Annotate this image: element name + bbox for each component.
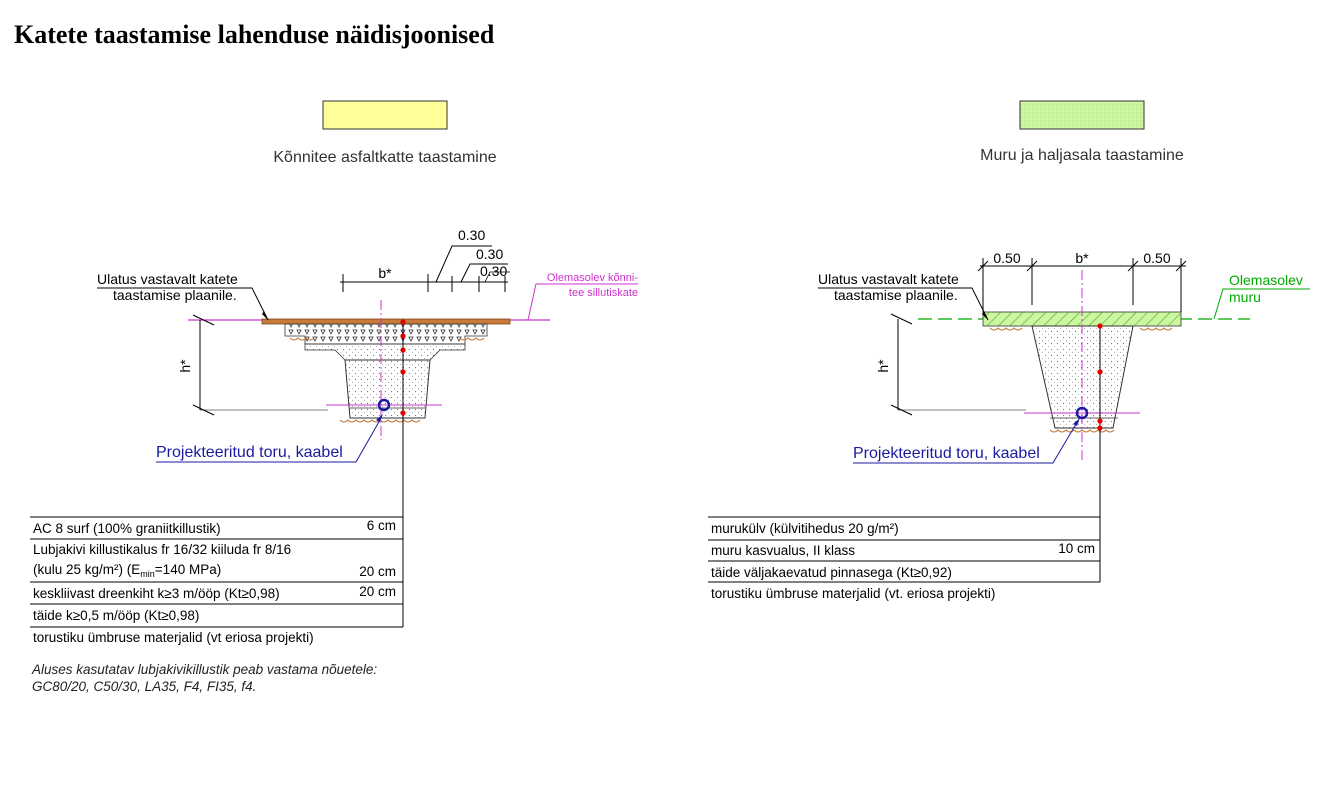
right-layer-4-text: torustiku ümbruse materjalid (vt. eriosa…: [711, 586, 995, 601]
left-layer-4-text: täide k≥0,5 m/ööp (Kt≥0,98): [33, 608, 199, 623]
left-label-extent-2: taastamise plaanile.: [113, 287, 237, 303]
right-label-existing-2: muru: [1229, 289, 1261, 305]
left-layer-2-line1: Lubjakivi killustikalus fr 16/32 kiiluda…: [33, 542, 291, 557]
left-layer-1-thickness: 6 cm: [367, 518, 396, 533]
left-layer-1-text: AC 8 surf (100% graniitkillustik): [33, 521, 221, 536]
left-label-existing-1: Olemasolev kõnni-: [547, 272, 638, 284]
left-label-pipe: Projekteeritud toru, kaabel: [156, 444, 343, 461]
right-layer-3-text: täide väljakaevatud pinnasega (Kt≥0,92): [711, 565, 952, 580]
right-dim-h: h*: [875, 359, 891, 373]
right-label-pipe: Projekteeritud toru, kaabel: [853, 445, 1040, 462]
right-panel: Muru ja haljasala taastamine h*: [708, 100, 1310, 601]
left-layer-table: AC 8 surf (100% graniitkillustik) 6 cm L…: [30, 516, 404, 645]
right-dim-050-left: 0.50: [993, 250, 1020, 266]
left-dim-030-a: 0.30: [458, 227, 485, 243]
left-dim-030-b: 0.30: [476, 246, 503, 262]
left-dim-b: b*: [378, 265, 392, 281]
right-label-existing-1: Olemasolev: [1229, 272, 1303, 288]
right-legend-swatch: [1019, 100, 1145, 130]
left-layer-3-thickness: 20 cm: [359, 584, 396, 599]
left-footnote-line1: Aluses kasutatav lubjakivikillustik peab…: [32, 662, 378, 677]
left-layer-2-line2: (kulu 25 kg/m²) (Emin=140 MPa): [33, 562, 221, 579]
right-dim-b: b*: [1075, 250, 1089, 266]
right-panel-title: Muru ja haljasala taastamine: [980, 147, 1184, 164]
left-legend-swatch: [322, 100, 448, 130]
right-layer-2-thickness: 10 cm: [1058, 541, 1095, 556]
left-label-existing-2: tee sillutiskate: [569, 287, 638, 299]
left-label-extent-1: Ulatus vastavalt katete: [97, 271, 238, 287]
right-layer-table: murukülv (külvitihedus 20 g/m²) muru kas…: [708, 516, 1101, 601]
page-title: Katete taastamise lahenduse näidisjoonis…: [14, 20, 495, 49]
right-layer-2-text: muru kasvualus, II klass: [711, 543, 855, 558]
right-dim-050-right: 0.50: [1143, 250, 1170, 266]
left-layer-2-thickness: 20 cm: [359, 564, 396, 579]
left-layer-3-text: keskliivast dreenkiht k≥3 m/ööp (Kt≥0,98…: [33, 586, 280, 601]
left-layer-5-text: torustiku ümbruse materjalid (vt eriosa …: [33, 630, 314, 645]
right-layer-1-text: murukülv (külvitihedus 20 g/m²): [711, 521, 899, 536]
left-dim-h: h*: [177, 359, 193, 373]
right-label-extent-2: taastamise plaanile.: [834, 287, 958, 303]
left-panel: Kõnnitee asfaltkatte taastamine h: [30, 100, 638, 645]
left-footnote: Aluses kasutatav lubjakivikillustik peab…: [32, 661, 377, 695]
left-footnote-line2: GC80/20, C50/30, LA35, F4, FI35, f4.: [32, 679, 257, 694]
right-label-extent-1: Ulatus vastavalt katete: [818, 271, 959, 287]
left-dim-030-c: 0.30: [480, 263, 507, 279]
left-panel-title: Kõnnitee asfaltkatte taastamine: [273, 149, 496, 166]
